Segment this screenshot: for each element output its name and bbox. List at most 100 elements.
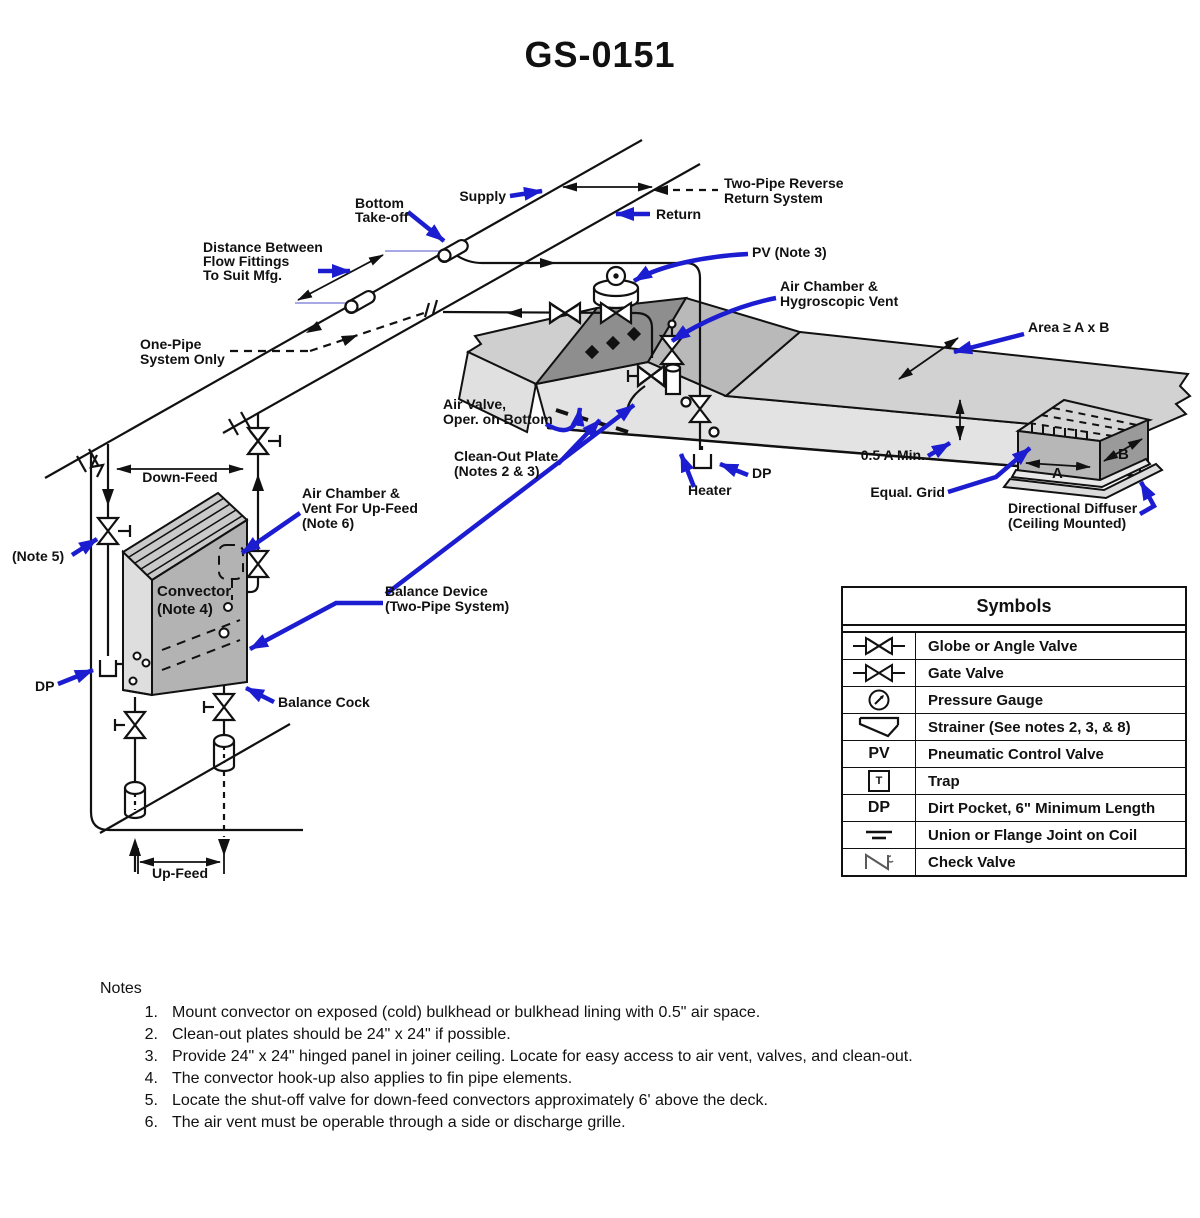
deck-sleeve-left: [123, 780, 147, 820]
downfeed-riser-left-outer: [89, 452, 303, 832]
supply-arrow: [509, 186, 543, 201]
table-row: Check Valve: [843, 849, 1185, 875]
diagram-labels: Two-Pipe Reverse Return System Supply Bo…: [12, 175, 1138, 881]
symbols-table: Symbols Globe or Angle Valve Gate Valve: [841, 586, 1187, 877]
table-row: Pressure Gauge: [843, 687, 1185, 714]
pneumatic-control-valve-assembly: [548, 265, 640, 326]
table-row: Union or Flange Joint on Coil: [843, 822, 1185, 849]
pv-branch-pipe: [442, 310, 654, 358]
label-return: Return: [656, 206, 701, 222]
label-two-pipe-1: Two-Pipe Reverse: [724, 175, 844, 191]
flow-arrows: [102, 185, 668, 856]
convector-label-1: Convector: [157, 583, 231, 600]
diffuser-arrow: [1138, 480, 1158, 516]
note-text: Clean-out plates should be 24" x 24" if …: [172, 1026, 511, 1043]
upfeed-valve: [122, 710, 148, 727]
convector-label-2: (Note 4): [157, 601, 213, 618]
label-distance-2: Flow Fittings: [203, 253, 290, 269]
strainer-icon: [843, 714, 916, 740]
label-balance-device-1: Balance Device: [385, 583, 488, 599]
label-supply: Supply: [459, 188, 506, 204]
balance-cock-arrow: [244, 685, 276, 705]
list-item: 3. Provide 24" x 24" hinged panel in joi…: [100, 1046, 1120, 1068]
label-one-pipe-1: One-Pipe: [140, 336, 202, 352]
label-air-chamber-hygro-2: Hygroscopic Vent: [780, 293, 899, 309]
convector: [121, 491, 249, 697]
list-item: 6. The air vent must be operable through…: [100, 1112, 1120, 1134]
label-two-pipe-2: Return System: [724, 190, 823, 206]
label-heater: Heater: [688, 482, 732, 498]
symbol-label: Strainer (See notes 2, 3, & 8): [928, 718, 1131, 736]
trap-symbol: T: [868, 770, 890, 792]
label-diffuser-1: Directional Diffuser: [1008, 500, 1138, 516]
dp-right-arrow: [719, 461, 749, 478]
downfeed-valve-2: [245, 549, 271, 566]
dim-a-label: A: [1052, 465, 1063, 482]
label-air-valve-1: Air Valve,: [443, 396, 506, 412]
symbol-label: Dirt Pocket, 6" Minimum Length: [928, 799, 1156, 817]
duct-dimension-arrows: [898, 337, 965, 441]
label-equal-grid: Equal. Grid: [870, 484, 945, 500]
table-row: PV Pneumatic Control Valve: [843, 741, 1185, 768]
list-item: 1. Mount convector on exposed (cold) bul…: [100, 1002, 1120, 1024]
dirt-pocket-right: [692, 454, 713, 470]
symbol-label: Check Valve: [928, 853, 1016, 871]
directional-diffuser: [1002, 398, 1164, 500]
table-row: Gate Valve: [843, 660, 1185, 687]
equal-grid-arrow: [947, 446, 1032, 495]
balance-device-arrow-1: [384, 403, 636, 596]
label-clean-out-2: (Notes 2 & 3): [454, 463, 540, 479]
notes-section: Notes 1. Mount convector on exposed (col…: [100, 980, 1120, 1134]
symbol-label: Globe or Angle Valve: [928, 637, 1078, 655]
pv-symbol: PV: [843, 741, 916, 767]
dim-b-label: B: [1118, 446, 1129, 463]
gate-valve-icon: [843, 660, 916, 686]
note-number: 6.: [144, 1114, 158, 1131]
pv-valve: [599, 300, 618, 326]
label-pv-note3: PV (Note 3): [752, 244, 827, 260]
diffuser-base-plate-1: [1010, 457, 1152, 489]
duct-left-front-face: [457, 350, 538, 434]
label-bottom-takeoff-1: Bottom: [355, 195, 404, 211]
label-note5: (Note 5): [12, 548, 64, 564]
hygroscopic-vent-cap: [667, 319, 677, 329]
downfeed-globe-valve: [245, 426, 271, 443]
note-number: 2.: [144, 1026, 158, 1043]
label-air-chamber-upfeed-1: Air Chamber &: [302, 485, 400, 501]
label-air-chamber-hygro-1: Air Chamber &: [780, 278, 878, 294]
trap-icon: T: [843, 768, 916, 794]
note5-arrow: [70, 537, 99, 557]
one-pipe-dashed-line: [309, 310, 428, 353]
label-bottom-takeoff-2: Take-off: [355, 209, 409, 225]
note-text: The air vent must be operable through a …: [172, 1114, 626, 1131]
note-text: The convector hook-up also applies to fi…: [172, 1070, 573, 1087]
label-dp-right: DP: [752, 465, 771, 481]
check-valve-icon: [843, 849, 916, 875]
symbol-label: Pressure Gauge: [928, 691, 1044, 709]
symbol-label: Gate Valve: [928, 664, 1004, 682]
label-distance-3: To Suit Mfg.: [203, 267, 282, 283]
balance-cock-valve: [211, 692, 237, 709]
union-icon: [843, 822, 916, 848]
shutoff-valve-note5: [95, 516, 121, 533]
label-up-feed: Up-Feed: [152, 865, 208, 881]
air-valve-arrow: [544, 407, 585, 433]
page-title: GS-0151: [524, 34, 676, 75]
symbol-label: Union or Flange Joint on Coil: [928, 826, 1138, 844]
note-number: 1.: [144, 1004, 158, 1021]
note-text: Mount convector on exposed (cold) bulkhe…: [172, 1004, 761, 1021]
label-down-feed: Down-Feed: [142, 469, 217, 485]
symbol-label: Trap: [928, 772, 960, 790]
note-text: Provide 24" x 24" hinged panel in joiner…: [172, 1048, 913, 1065]
deck-edge: [99, 723, 291, 834]
table-row: Globe or Angle Valve: [843, 633, 1185, 660]
note-number: 4.: [144, 1070, 158, 1087]
dp-symbol: DP: [843, 795, 916, 821]
symbols-table-divider: [843, 626, 1185, 633]
label-balance-cock: Balance Cock: [278, 694, 370, 710]
dp-left-arrow: [57, 667, 94, 687]
deck-sleeve-right: [212, 733, 236, 773]
note-number: 5.: [144, 1092, 158, 1109]
heater-arrow: [678, 453, 697, 488]
